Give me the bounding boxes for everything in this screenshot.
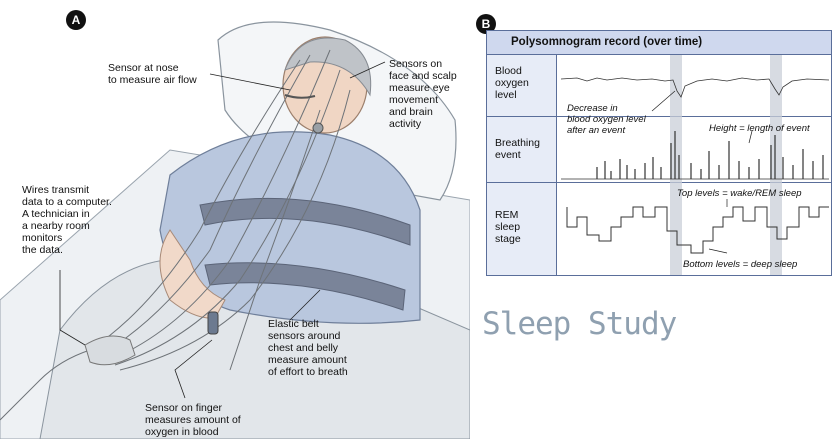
panel-a-badge: A <box>66 10 86 30</box>
finger-sensor-callout: Sensor on finger measures amount of oxyg… <box>145 402 265 438</box>
elastic-belt-callout: Elastic belt sensors around chest and be… <box>268 318 378 378</box>
sleep-study-title: Sleep Study <box>482 306 676 342</box>
top-levels-annotation: Top levels = wake/REM sleep <box>677 188 831 199</box>
finger-sensor <box>208 312 218 334</box>
event-band-2 <box>770 55 782 275</box>
polysomnogram-panel: Polysomnogram record (over time) Blood o… <box>486 30 832 276</box>
wires-callout: Wires transmit data to a computer. A tec… <box>22 184 132 256</box>
throat-sensor <box>313 123 323 133</box>
blood-oxygen-trace <box>561 78 829 97</box>
face-sensors-callout: Sensors on face and scalp measure eye mo… <box>389 58 469 130</box>
sleep-stage-trace <box>567 207 829 253</box>
height-annotation: Height = length of event <box>709 123 831 134</box>
breathing-event-bars <box>597 131 823 179</box>
polysomnogram-traces <box>487 31 831 275</box>
nose-sensor-callout: Sensor at nose to measure air flow <box>108 62 228 86</box>
bottom-levels-annotation: Bottom levels = deep sleep <box>683 259 829 270</box>
oxygen-decrease-annotation: Decrease in blood oxygen level after an … <box>567 103 677 136</box>
